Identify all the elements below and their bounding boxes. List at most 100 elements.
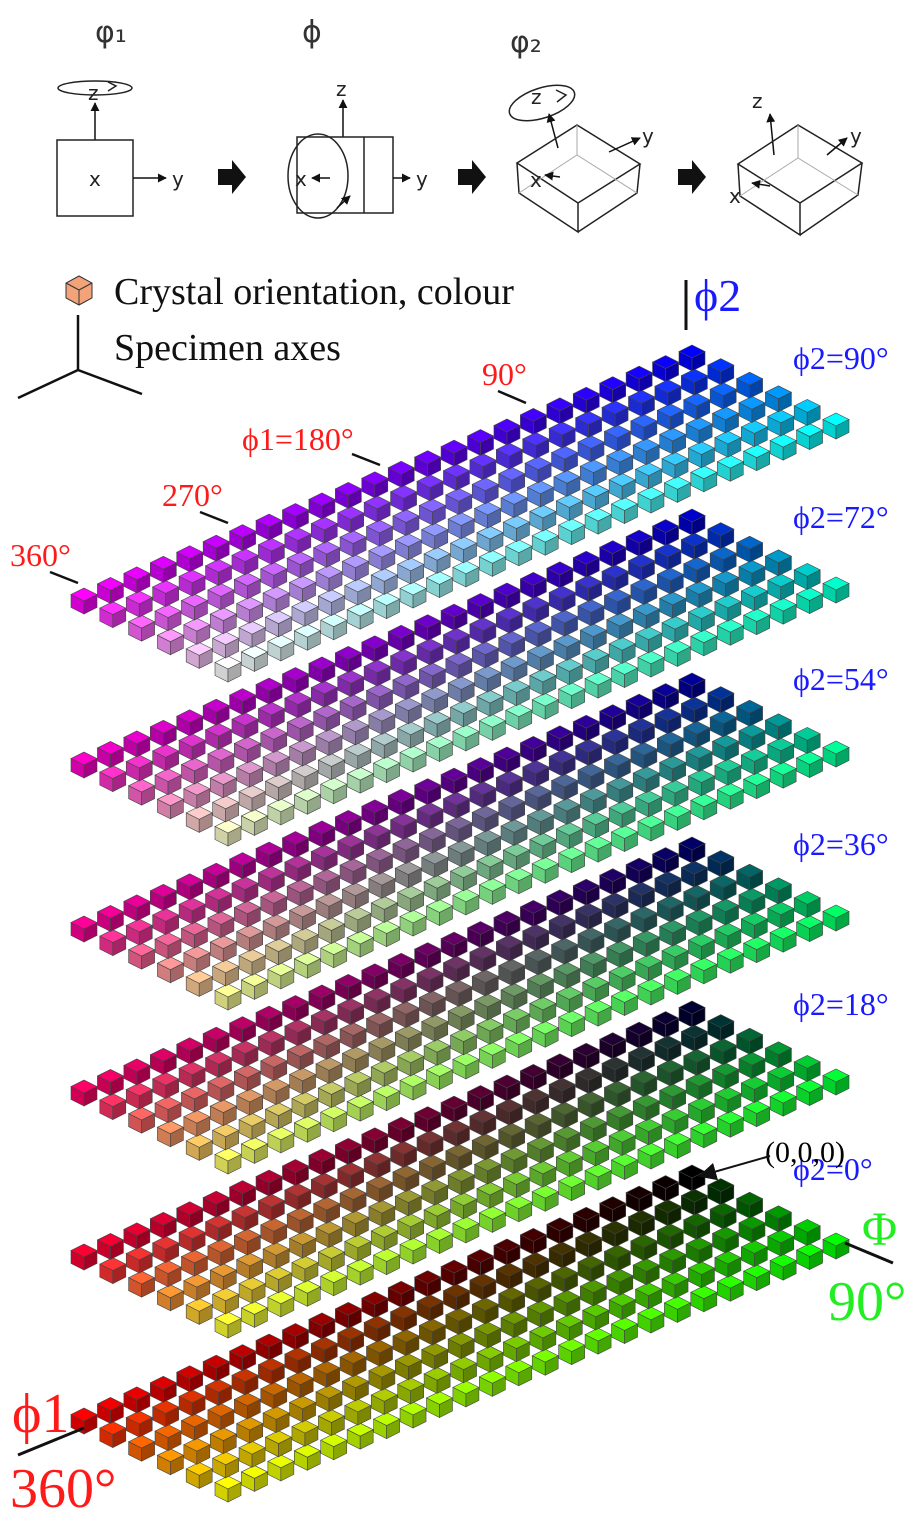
- orientation-cube: [526, 644, 555, 672]
- orientation-cube: [413, 778, 442, 806]
- orientation-cube: [346, 1094, 374, 1122]
- orientation-cube: [320, 613, 348, 641]
- orientation-cube: [238, 1440, 266, 1468]
- orientation-cube: [449, 1192, 478, 1220]
- phi2-level-0: ϕ2=0°: [793, 1151, 873, 1187]
- legend-crystal-label: Crystal orientation, colour: [114, 271, 514, 313]
- orientation-cube: [769, 1089, 797, 1117]
- orientation-cube: [425, 1063, 454, 1090]
- orientation-cube: [370, 568, 398, 595]
- y-axis-arrow: [608, 137, 641, 153]
- orientation-cube: [389, 977, 418, 1004]
- orientation-cube: [176, 709, 204, 737]
- orientation-cube: [601, 728, 629, 756]
- orientation-cube: [202, 1354, 230, 1382]
- orientation-cube: [361, 1127, 389, 1155]
- orientation-cube: [264, 938, 293, 966]
- orientation-cube: [610, 1153, 639, 1181]
- orientation-cube: [795, 1079, 824, 1107]
- orientation-cube: [582, 811, 610, 839]
- orientation-cube: [291, 1419, 319, 1447]
- orientation-cube: [740, 748, 769, 776]
- orientation-cube: [363, 495, 391, 523]
- phi2-level-36: ϕ2=36°: [793, 826, 889, 862]
- orientation-cube: [680, 368, 709, 396]
- orientation-cube: [531, 856, 559, 884]
- orientation-cube: [522, 1088, 550, 1116]
- orientation-cube: [603, 588, 632, 616]
- orientation-cube: [582, 647, 610, 675]
- orientation-cube: [466, 921, 495, 949]
- orientation-cube: [519, 1064, 548, 1091]
- orientation-cube: [685, 581, 713, 608]
- orientation-cube: [421, 686, 449, 714]
- orientation-cube: [397, 885, 425, 913]
- orientation-cube: [183, 1437, 211, 1465]
- orientation-cube: [310, 516, 338, 544]
- orientation-cube: [209, 607, 237, 635]
- orientation-cube: [478, 714, 507, 741]
- orientation-cube: [123, 1386, 151, 1414]
- orientation-cube: [584, 835, 612, 863]
- orientation-cube: [476, 525, 504, 553]
- orientation-cube: [524, 1276, 552, 1304]
- orientation-cube: [365, 1011, 394, 1039]
- orientation-cube: [421, 850, 449, 878]
- orientation-cube: [394, 533, 422, 561]
- orientation-cube: [654, 379, 682, 407]
- orientation-cube: [204, 1379, 233, 1406]
- orientation-cube: [334, 974, 363, 1001]
- orientation-cube: [738, 724, 766, 751]
- orientation-cube: [579, 1115, 608, 1143]
- orientation-cube: [469, 617, 497, 645]
- orientation-cube: [466, 429, 495, 457]
- orientation-cube: [690, 465, 718, 493]
- orientation-cube: [505, 1359, 533, 1387]
- orientation-cube: [553, 469, 581, 497]
- orientation-cube: [579, 459, 608, 487]
- orientation-cube: [291, 1255, 319, 1283]
- orientation-cube: [478, 550, 507, 577]
- orientation-cube: [683, 556, 711, 584]
- orientation-cube: [96, 577, 125, 604]
- orientation-cube: [500, 1311, 528, 1338]
- orientation-cube: [416, 474, 444, 502]
- x-axis-label: x: [530, 168, 542, 192]
- orientation-cube: [449, 700, 478, 728]
- orientation-cube: [449, 864, 478, 892]
- z-axis-label: z: [336, 77, 347, 101]
- orientation-cube: [524, 456, 552, 484]
- orientation-cube: [550, 1265, 579, 1293]
- orientation-cube: [473, 1321, 502, 1349]
- orientation-cube: [425, 1391, 454, 1418]
- orientation-cube: [397, 1213, 425, 1241]
- orientation-cube: [822, 1068, 850, 1096]
- orientation-cube: [260, 1382, 288, 1409]
- orientation-cube: [425, 735, 454, 762]
- orientation-cube: [526, 480, 555, 508]
- orientation-cube: [293, 787, 321, 815]
- y-axis-arrow: [826, 137, 848, 156]
- orientation-cube: [370, 1060, 398, 1087]
- orientation-cube: [658, 1247, 687, 1275]
- phi1-tick-360-line: [49, 570, 79, 585]
- orientation-cube: [524, 784, 552, 812]
- orientation-cube: [557, 1174, 586, 1202]
- orientation-cube: [389, 1305, 418, 1332]
- orientation-cube: [341, 882, 370, 910]
- orientation-cube: [370, 1224, 398, 1251]
- orientation-cube: [185, 1462, 213, 1489]
- orientation-cube: [526, 808, 555, 836]
- orientation-cube: [579, 787, 608, 815]
- orientation-cube: [473, 829, 502, 857]
- orientation-cube: [176, 873, 204, 901]
- orientation-cube: [228, 852, 257, 880]
- orientation-cube: [738, 888, 766, 915]
- orientation-cube: [308, 1148, 336, 1176]
- orientation-cube: [156, 956, 185, 984]
- orientation-cube: [312, 1032, 341, 1060]
- orientation-cube: [240, 1465, 269, 1492]
- orientation-cube: [185, 1134, 213, 1161]
- orientation-cube: [505, 703, 533, 731]
- orientation-cube: [529, 504, 557, 532]
